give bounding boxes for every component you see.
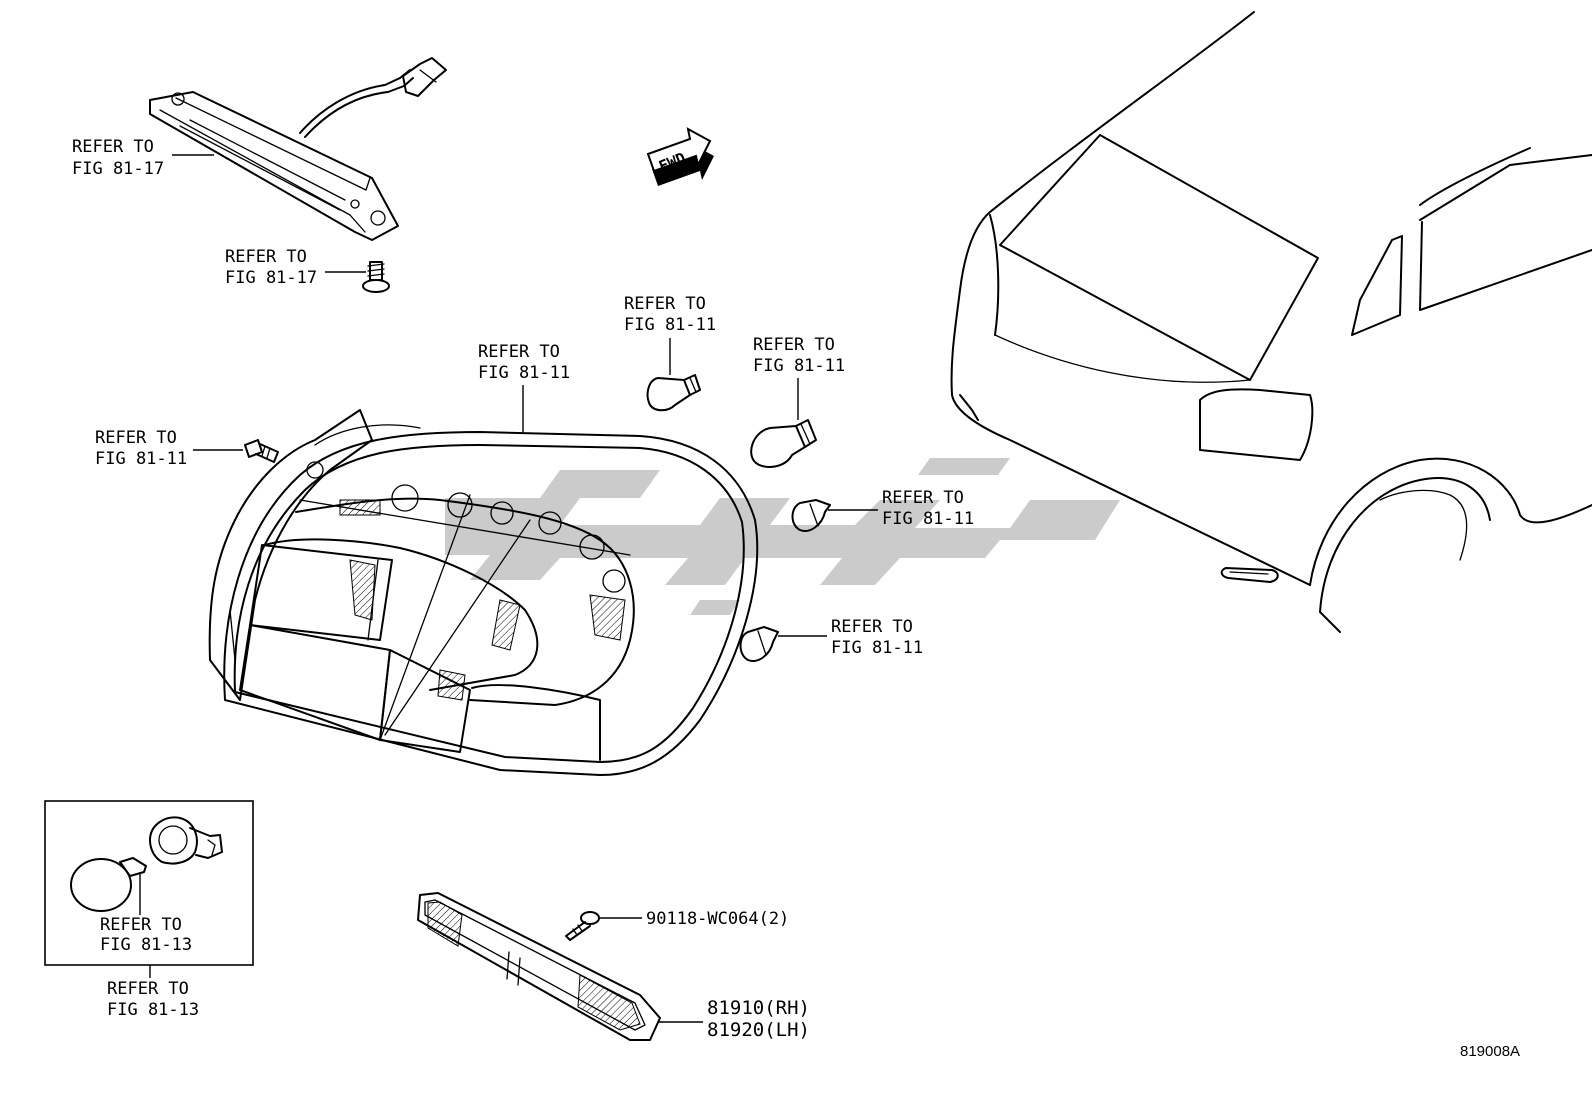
hms-screw-callout-line2: FIG 81-17 [225,268,317,288]
tail-lamp-callout-line2: FIG 81-11 [478,363,570,383]
bulb-small [646,374,701,412]
clip-upper-callout-line2: FIG 81-11 [882,509,974,529]
bolt-left-callout-line1: REFER TO [95,428,177,448]
hms-screw-callout: REFER TO FIG 81-17 [225,247,366,288]
clip-lower [739,626,779,662]
bulb-large-callout: REFER TO FIG 81-11 [753,335,845,420]
socket-box-callout-line1: REFER TO [107,979,189,999]
socket-bulb-callout-line2: FIG 81-13 [100,935,192,955]
watermark-logo [445,458,1120,615]
reflector-screw [565,911,600,941]
vehicle-outline [950,11,1592,633]
bulb-large [750,419,817,468]
bulb-large-callout-line1: REFER TO [753,335,835,355]
bulb-large-callout-line2: FIG 81-11 [753,356,845,376]
clip-upper-callout: REFER TO FIG 81-11 [828,488,974,529]
tail-lamp-assembly [208,409,759,776]
bulb-small-callout: REFER TO FIG 81-11 [624,294,716,375]
clip-lower-callout-line2: FIG 81-11 [831,638,923,658]
part-number-reflector-lh: 81920(LH) [707,1019,810,1041]
fwd-arrow: FWD [646,127,714,186]
hms-lamp-callout-line1: REFER TO [72,137,154,157]
socket-box-callout-line2: FIG 81-13 [107,1000,199,1020]
clip-upper-callout-line1: REFER TO [882,488,964,508]
figure-code: 819008A [1460,1043,1520,1060]
bolt-left [244,439,279,463]
socket-box-callout: REFER TO FIG 81-13 [107,965,199,1020]
tail-lamp-callout-line1: REFER TO [478,342,560,362]
clip-upper [791,499,831,532]
socket-bulb-callout-line1: REFER TO [100,915,182,935]
bulb-small-callout-line1: REFER TO [624,294,706,314]
part-reflector-callout: 81910(RH) 81920(LH) [658,997,810,1041]
clip-lower-callout-line1: REFER TO [831,617,913,637]
rear-reflector [417,892,661,1041]
part-screw-callout: 90118-WC064(2) [600,909,789,929]
clip-lower-callout: REFER TO FIG 81-11 [778,617,923,658]
hms-screw-callout-line1: REFER TO [225,247,307,267]
hms-lamp-callout: REFER TO FIG 81-17 [72,137,214,179]
part-number-screw: 90118-WC064(2) [646,909,789,929]
high-mount-stop-lamp [149,57,447,241]
bolt-left-callout-line2: FIG 81-11 [95,449,187,469]
tail-lamp-callout: REFER TO FIG 81-11 [478,342,570,432]
socket-bulb-callout: REFER TO FIG 81-13 [100,872,192,955]
hms-lamp-callout-line2: FIG 81-17 [72,159,164,179]
bolt-left-callout: REFER TO FIG 81-11 [95,428,243,469]
part-number-reflector-rh: 81910(RH) [707,997,810,1019]
hms-screw [362,261,390,293]
socket-box [44,800,254,966]
bulb-small-callout-line2: FIG 81-11 [624,315,716,335]
